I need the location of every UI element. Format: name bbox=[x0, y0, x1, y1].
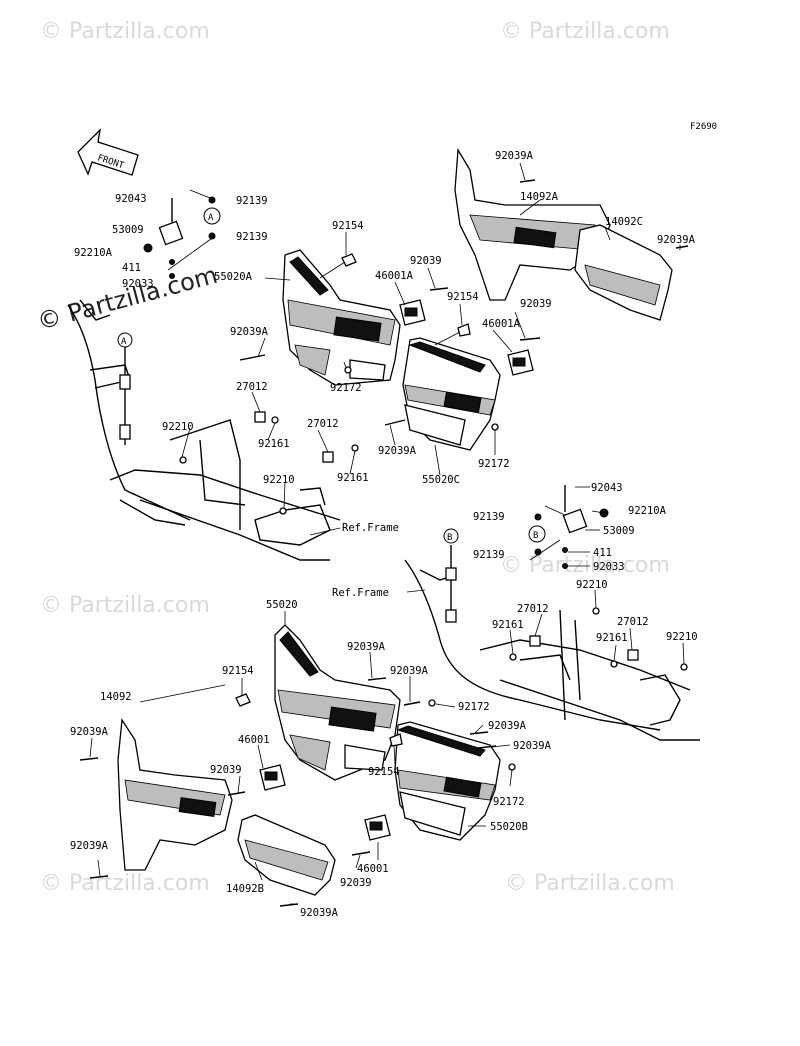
label-92039A: 92039A bbox=[230, 326, 269, 338]
label-27012: 27012 bbox=[617, 616, 649, 628]
label-92161: 92161 bbox=[337, 472, 369, 484]
label-92172: 92172 bbox=[493, 796, 525, 808]
label-92139: 92139 bbox=[236, 195, 268, 207]
frame-left-upper: A bbox=[67, 299, 341, 561]
label-411: 411 bbox=[122, 262, 141, 274]
panel-55020A bbox=[282, 249, 401, 386]
label-92210: 92210 bbox=[576, 579, 608, 591]
label-92039: 92039 bbox=[410, 255, 442, 267]
label-92210A: 92210A bbox=[74, 247, 113, 259]
label-92210: 92210 bbox=[263, 474, 295, 486]
label-53009: 53009 bbox=[112, 224, 144, 236]
label-92039A: 92039A bbox=[70, 726, 109, 738]
label-92039A: 92039A bbox=[390, 665, 429, 677]
panel-55020 bbox=[274, 624, 401, 781]
label-92210: 92210 bbox=[162, 421, 194, 433]
panel-55020B bbox=[394, 721, 501, 841]
label-92033: 92033 bbox=[593, 561, 625, 573]
ref-frame-label: Ref.Frame bbox=[332, 587, 389, 599]
label-92172: 92172 bbox=[330, 382, 362, 394]
label-92043: 92043 bbox=[591, 482, 623, 494]
label-92161: 92161 bbox=[492, 619, 524, 631]
label-92039A: 92039A bbox=[70, 840, 109, 852]
label-14092A: 14092A bbox=[520, 191, 559, 203]
label-92039A: 92039A bbox=[488, 720, 527, 732]
watermark-text: © Partzilla.com bbox=[500, 553, 670, 578]
label-55020A: 55020A bbox=[214, 271, 253, 283]
hinge-46001 bbox=[259, 764, 391, 841]
marker-b: B bbox=[533, 531, 538, 541]
panel-14092B bbox=[237, 814, 336, 896]
label-92039A: 92039A bbox=[495, 150, 534, 162]
label-92043: 92043 bbox=[115, 193, 147, 205]
hinge-46001A-a bbox=[399, 299, 426, 326]
label-53009: 53009 bbox=[603, 525, 635, 537]
watermark-text: © Partzilla.com bbox=[40, 871, 210, 896]
label-92139: 92139 bbox=[236, 231, 268, 243]
marker-a: A bbox=[208, 213, 214, 223]
label-92139: 92139 bbox=[473, 549, 505, 561]
label-92172: 92172 bbox=[478, 458, 510, 470]
label-92039: 92039 bbox=[520, 298, 552, 310]
panel-14092A bbox=[454, 147, 611, 301]
label-92139: 92139 bbox=[473, 511, 505, 523]
label-411: 411 bbox=[593, 547, 612, 559]
label-46001A: 46001A bbox=[482, 318, 521, 330]
label-92039A: 92039A bbox=[657, 234, 696, 246]
label-92039: 92039 bbox=[340, 877, 372, 889]
pins-bottom bbox=[79, 677, 497, 907]
watermark-text: © Partzilla.com bbox=[40, 19, 210, 44]
label-55020: 55020 bbox=[266, 599, 298, 611]
label-92039: 92039 bbox=[210, 764, 242, 776]
label-27012: 27012 bbox=[236, 381, 268, 393]
label-27012: 27012 bbox=[517, 603, 549, 615]
label-92039A: 92039A bbox=[300, 907, 339, 919]
label-14092: 14092 bbox=[100, 691, 132, 703]
label-92161: 92161 bbox=[596, 632, 628, 644]
diagram-code: F2690 bbox=[690, 122, 717, 132]
label-92210A: 92210A bbox=[628, 505, 667, 517]
part-labels: 92039A 14092A 14092C 92039A 92043 92139 … bbox=[70, 150, 698, 919]
ref-frame-label: Ref.Frame bbox=[342, 522, 399, 534]
label-92154: 92154 bbox=[368, 766, 400, 778]
watermark-text: © Partzilla.com bbox=[505, 871, 675, 896]
bracket-assembly-a: A bbox=[143, 189, 221, 279]
front-arrow: FRONT bbox=[77, 128, 139, 176]
label-92154: 92154 bbox=[222, 665, 254, 677]
label-92172: 92172 bbox=[458, 701, 490, 713]
pins-top bbox=[239, 179, 689, 426]
marker-a-frame: A bbox=[121, 337, 127, 347]
panel-14092C bbox=[574, 224, 673, 321]
leader-lines bbox=[89, 162, 685, 905]
label-92161: 92161 bbox=[258, 438, 290, 450]
label-92154: 92154 bbox=[447, 291, 479, 303]
label-55020B: 55020B bbox=[490, 821, 528, 833]
label-92039A: 92039A bbox=[513, 740, 552, 752]
label-92033: 92033 bbox=[122, 278, 154, 290]
label-55020C: 55020C bbox=[422, 474, 460, 486]
hinge-46001A-b bbox=[507, 349, 534, 376]
panel-55020C bbox=[402, 337, 501, 451]
label-92154: 92154 bbox=[332, 220, 364, 232]
label-14092C: 14092C bbox=[605, 216, 643, 228]
bolts-bottom bbox=[235, 693, 516, 771]
bolt-92172 bbox=[344, 366, 499, 431]
frame-right: B bbox=[404, 528, 700, 741]
watermark-text: © Partzilla.com bbox=[500, 19, 670, 44]
watermark-text: © Partzilla.com bbox=[40, 593, 210, 618]
panel-14092 bbox=[117, 718, 233, 871]
label-46001: 46001 bbox=[357, 863, 389, 875]
label-27012: 27012 bbox=[307, 418, 339, 430]
label-46001: 46001 bbox=[238, 734, 270, 746]
label-92039A: 92039A bbox=[378, 445, 417, 457]
bolt-92154 bbox=[319, 253, 471, 346]
marker-b-frame: B bbox=[447, 533, 452, 543]
label-92039A: 92039A bbox=[347, 641, 386, 653]
label-14092B: 14092B bbox=[226, 883, 264, 895]
label-92210: 92210 bbox=[666, 631, 698, 643]
label-46001A: 46001A bbox=[375, 270, 414, 282]
